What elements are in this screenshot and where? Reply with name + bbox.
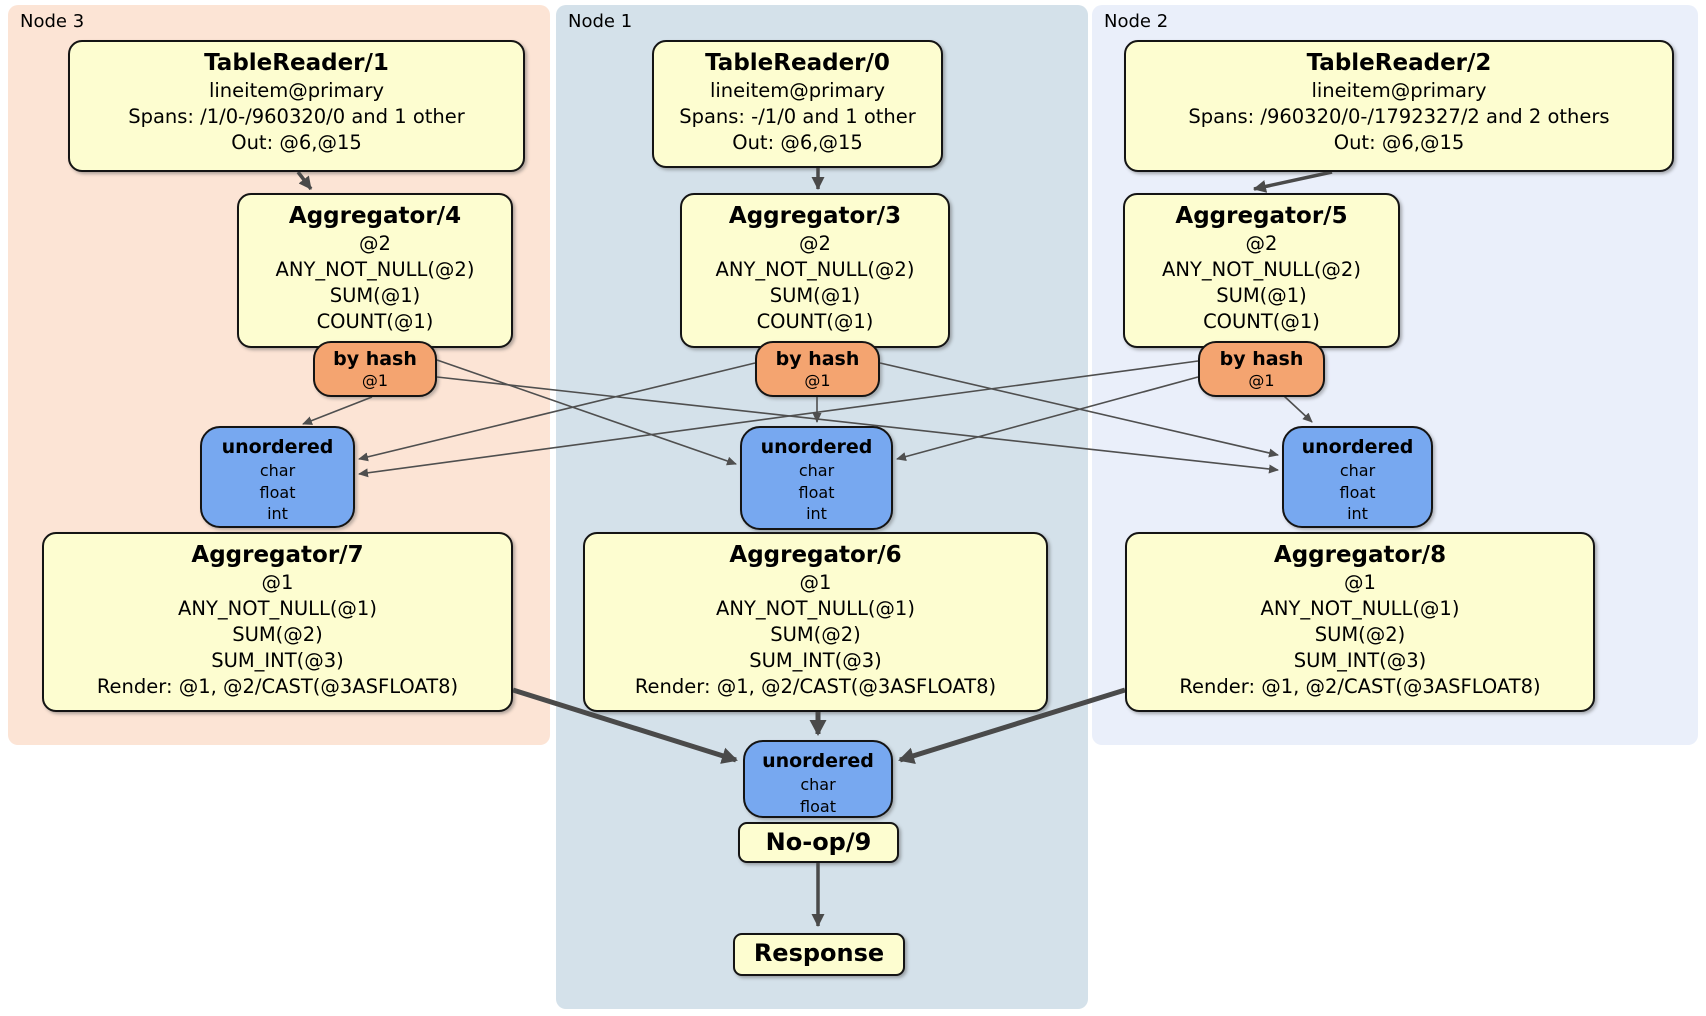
aggregator-7-line: ANY_NOT_NULL(@1) [178,597,377,620]
tablereader-0-spans: Spans: -/1/0 and 1 other [679,105,916,128]
aggregator-4-box: Aggregator/4 @2 ANY_NOT_NULL(@2) SUM(@1)… [237,193,513,348]
aggregator-6-title: Aggregator/6 [729,542,902,568]
node1-label: Node 1 [568,11,633,32]
aggregator-4-title: Aggregator/4 [288,203,462,229]
aggregator-7-line: SUM_INT(@3) [211,649,344,672]
aggregator-7-title: Aggregator/7 [191,542,364,568]
aggregator-5-box: Aggregator/5 @2 ANY_NOT_NULL(@2) SUM(@1)… [1123,193,1400,348]
response-box: Response [733,933,905,976]
hash-router-node2-key: @1 [1248,371,1275,390]
sync-type: float [1339,482,1376,502]
sync-type: int [267,504,288,523]
aggregator-8-title: Aggregator/8 [1273,542,1447,568]
noop-box: No-op/9 [738,822,899,863]
unordered-sync-node3-title: unordered [221,436,334,458]
tablereader-1-spans: Spans: /1/0-/960320/0 and 1 other [128,105,465,128]
unordered-sync-node1: unordered char float int [740,426,893,530]
unordered-sync-node1-title: unordered [760,436,873,458]
aggregator-5-line: COUNT(@1) [1203,310,1320,333]
sync-type: char [259,461,296,480]
aggregator-4-line: SUM(@1) [329,284,421,307]
hash-router-node2: by hash @1 [1198,341,1325,397]
aggregator-8-line: SUM_INT(@3) [1293,649,1427,672]
node3-label: Node 3 [20,11,85,32]
aggregator-5-title: Aggregator/5 [1175,203,1348,229]
aggregator-7-render: Render: @1, @2/CAST(@3ASFLOAT8) [96,675,459,698]
aggregator-6-box: Aggregator/6 @1 ANY_NOT_NULL(@1) SUM(@2)… [583,532,1048,712]
tablereader-2-index: lineitem@primary [1311,79,1487,102]
node2-label: Node 2 [1104,11,1169,32]
unordered-sync-node2: unordered char float int [1282,426,1433,528]
aggregator-5-line: SUM(@1) [1216,284,1307,307]
tablereader-0-out: Out: @6,@15 [732,131,863,154]
aggregator-3-line: SUM(@1) [769,284,861,307]
final-unordered-sync: unordered char float [743,740,893,818]
hash-router-node1-key: @1 [804,371,831,390]
aggregator-5-line: @2 [1245,232,1278,255]
unordered-sync-node2-title: unordered [1301,436,1414,458]
noop-title: No-op/9 [765,828,872,856]
tablereader-1-out: Out: @6,@15 [231,131,362,154]
response-title: Response [753,939,885,967]
aggregator-8-line: SUM(@2) [1314,623,1406,646]
aggregator-7-box: Aggregator/7 @1 ANY_NOT_NULL(@1) SUM(@2)… [42,532,513,712]
aggregator-6-line: ANY_NOT_NULL(@1) [716,597,915,620]
sync-type: char [1339,461,1376,480]
final-unordered-sync-title: unordered [762,750,874,772]
tablereader-1-box: TableReader/1 lineitem@primary Spans: /1… [68,40,525,172]
tablereader-2-title: TableReader/2 [1306,50,1492,76]
unordered-sync-node3: unordered char float int [200,426,355,528]
aggregator-4-line: @2 [359,232,391,255]
aggregator-3-title: Aggregator/3 [728,203,902,229]
hash-router-node1: by hash @1 [755,341,880,397]
aggregator-6-line: @1 [799,571,832,594]
sync-type: int [1347,504,1368,523]
aggregator-8-render: Render: @1, @2/CAST(@3ASFLOAT8) [1179,675,1541,698]
hash-router-node3-title: by hash [333,348,417,370]
aggregator-6-render: Render: @1, @2/CAST(@3ASFLOAT8) [634,675,997,698]
aggregator-3-line: COUNT(@1) [756,310,874,333]
tablereader-0-index: lineitem@primary [709,79,886,102]
hash-router-node3-key: @1 [361,371,389,390]
sync-type: float [259,482,296,502]
tablereader-0-box: TableReader/0 lineitem@primary Spans: -/… [652,40,943,168]
hash-router-node3: by hash @1 [313,341,437,397]
aggregator-8-line: @1 [1344,571,1376,594]
aggregator-7-line: SUM(@2) [232,623,323,646]
sync-type: char [800,775,836,794]
tablereader-2-box: TableReader/2 lineitem@primary Spans: /9… [1124,40,1674,172]
aggregator-8-line: ANY_NOT_NULL(@1) [1260,597,1460,620]
aggregator-5-line: ANY_NOT_NULL(@2) [1162,258,1361,281]
sync-type: int [806,504,827,523]
tablereader-1-index: lineitem@primary [208,79,385,102]
sync-type: float [800,796,836,816]
hash-router-node2-title: by hash [1219,348,1304,370]
aggregator-6-line: SUM(@2) [770,623,861,646]
tablereader-1-title: TableReader/1 [204,50,389,76]
aggregator-3-box: Aggregator/3 @2 ANY_NOT_NULL(@2) SUM(@1)… [680,193,950,348]
aggregator-4-line: COUNT(@1) [316,310,434,333]
tablereader-0-title: TableReader/0 [705,50,890,76]
tablereader-2-out: Out: @6,@15 [1333,131,1465,154]
aggregator-6-line: SUM_INT(@3) [749,649,882,672]
aggregator-7-line: @1 [261,571,294,594]
aggregator-3-line: @2 [799,232,831,255]
aggregator-3-line: ANY_NOT_NULL(@2) [715,258,915,281]
tablereader-2-spans: Spans: /960320/0-/1792327/2 and 2 others [1188,105,1610,128]
aggregator-8-box: Aggregator/8 @1 ANY_NOT_NULL(@1) SUM(@2)… [1125,532,1595,712]
sync-type: char [798,461,835,480]
aggregator-4-line: ANY_NOT_NULL(@2) [275,258,475,281]
sync-type: float [798,482,835,502]
hash-router-node1-title: by hash [775,348,860,370]
